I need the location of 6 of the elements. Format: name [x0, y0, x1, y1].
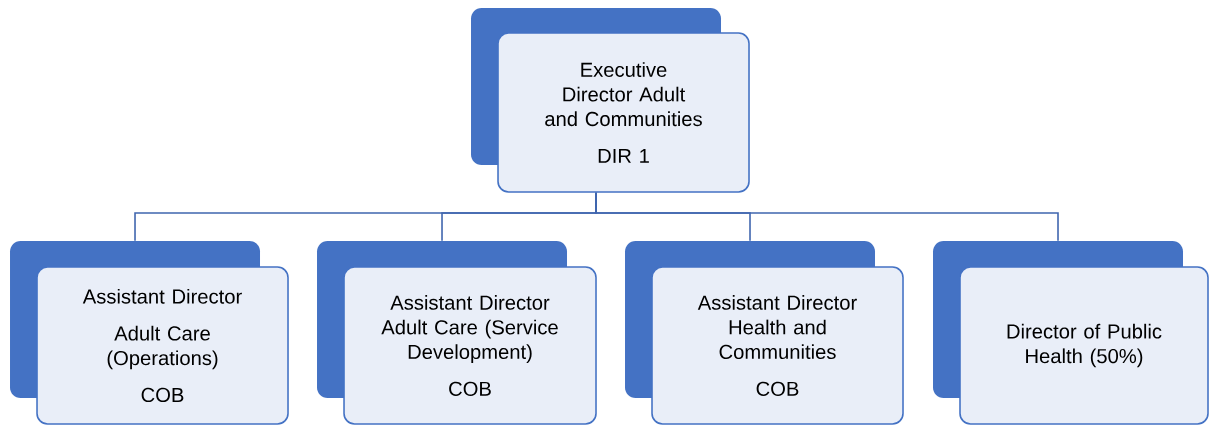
connector-line [595, 192, 1059, 242]
org-box: Assistant Director Adult Care (Service Development) COB [317, 241, 597, 425]
org-box: Executive Director Adult and Communities DIR 1 [471, 8, 750, 193]
org-box: Assistant Director Health and Communities COB [625, 241, 904, 425]
org-box: Director of Public Health (50%) [933, 241, 1209, 425]
org-box: Assistant Director Adult Care (Operations) COB [10, 241, 289, 425]
